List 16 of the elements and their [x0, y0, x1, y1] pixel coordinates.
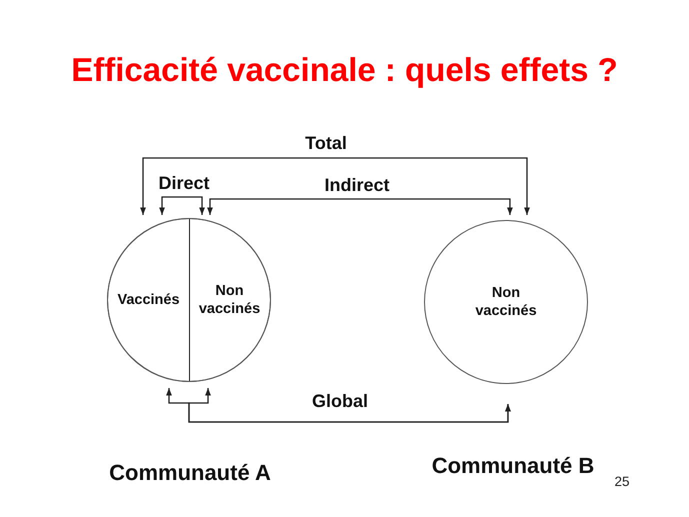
slide-title: Efficacité vaccinale : quels effets ?	[71, 50, 618, 90]
population-label: Non vaccinés	[198, 282, 262, 318]
edge-label: Global	[312, 390, 368, 412]
community-circle	[107, 218, 271, 382]
community-caption: Communauté B	[432, 453, 594, 479]
edge-label: Total	[305, 132, 347, 154]
bracket-arrow	[159, 196, 205, 215]
page-number: 25	[614, 474, 630, 490]
edge-label: Indirect	[324, 174, 390, 196]
edge-label: Direct	[158, 172, 210, 194]
community-caption: Communauté A	[109, 460, 271, 486]
population-label: Non vaccinés	[474, 284, 538, 320]
population-label: Vaccinés	[117, 291, 180, 309]
bracket-arrow	[140, 157, 530, 215]
bracket-arrow	[207, 198, 513, 215]
community-circle	[424, 220, 588, 384]
